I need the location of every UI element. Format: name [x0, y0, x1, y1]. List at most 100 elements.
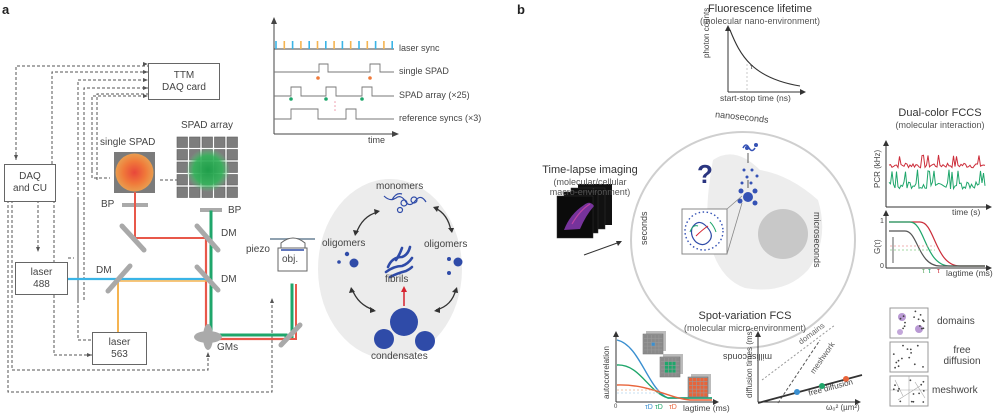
dt-ylabel: diffusion times (ms) [745, 328, 754, 398]
timelapse-title: Time-lapse imaging (molecular/cellular m… [535, 164, 645, 197]
particle [920, 383, 923, 386]
timing-row-spad-array: SPAD array (×25) [399, 90, 470, 100]
particle [892, 353, 895, 355]
lifetime-plot [725, 25, 806, 95]
laser-563-box: laser 563 [92, 332, 147, 365]
cube [642, 331, 666, 355]
particle [913, 363, 916, 366]
fccs-title: Dual-color FCCS (molecular interaction) [880, 107, 1000, 130]
spad-array-label: SPAD array [181, 120, 234, 131]
objective-body [277, 247, 308, 272]
ac-tau-3: τD [669, 404, 677, 411]
timing-row-single-spad: single SPAD [399, 66, 449, 76]
bp-label-1: BP [101, 199, 115, 210]
oligomers-right-glyph [447, 257, 463, 275]
particle [898, 387, 900, 390]
daq-cu-box: DAQ and CU [4, 164, 56, 202]
timelapse-stack [556, 184, 622, 256]
g-tau-3: τ [937, 268, 940, 275]
particle [894, 384, 896, 387]
particle [919, 314, 922, 316]
condensation-glyphs [737, 143, 759, 206]
diffusion-law-plot [755, 324, 863, 405]
ac-x0: 0 [614, 404, 618, 410]
particle [902, 344, 904, 347]
timing-row-reference-syncs: reference syncs (×3) [399, 113, 482, 123]
particle [904, 321, 906, 324]
particle [910, 352, 912, 354]
svfcs-autocorrelation-plot [613, 331, 719, 405]
fccs-pcr-plot [883, 140, 992, 210]
lifetime-subtitle: (molecular nano-environment) [699, 15, 821, 26]
spad-pixel [176, 174, 188, 186]
legend-particles [892, 310, 925, 403]
particle [892, 388, 895, 391]
panel-b-label: b [517, 2, 525, 17]
laser-563-label: laser [108, 336, 131, 348]
legend-domains-box [889, 307, 929, 339]
gms-label: GMs [217, 342, 239, 353]
cycle-arrowheads [349, 206, 458, 313]
particle [899, 317, 902, 320]
g-xlabel: lagtime (ms) [946, 268, 993, 278]
dt-xlabel: ω₀² (µm²) [826, 403, 860, 412]
lifetime-tau: τ [750, 64, 753, 71]
condensates-label: condensates [371, 351, 428, 362]
fccs-subtitle: (molecular interaction) [895, 119, 985, 130]
particle [903, 325, 906, 328]
particle [910, 400, 913, 403]
particle [922, 380, 925, 383]
g-ylabel: G(τ) [873, 239, 882, 254]
particle [895, 361, 898, 364]
spad-pixel [226, 149, 238, 161]
particle [914, 310, 917, 313]
monomers-label: monomers [376, 181, 424, 192]
wire-arrows [14, 62, 274, 357]
lifetime-ylabel: photon counts [702, 7, 711, 58]
scale-seconds: seconds [639, 211, 649, 245]
particle [902, 315, 905, 318]
spad-pixel [226, 136, 238, 148]
bp-filter-2 [200, 208, 222, 212]
particle [908, 356, 911, 359]
galvo-mirrors [194, 324, 222, 350]
control-wiring [7, 65, 273, 393]
svfcs-title: Spot-variation FCS (molecular micro-envi… [670, 310, 820, 333]
laser-563-wavelength: 563 [111, 348, 128, 360]
spad-pixel [189, 136, 201, 148]
fibrils-label: fibrils [385, 274, 409, 285]
timelapse-subtitle-2: macro-environment) [549, 186, 631, 197]
spad-pixel [214, 136, 226, 148]
objective-lens-top [280, 237, 306, 249]
cube [659, 354, 683, 378]
objective-label: obj. [282, 254, 299, 265]
particle [894, 366, 896, 369]
spad-pixel [226, 186, 238, 198]
legend-free-diffusion-label: free diffusion [943, 345, 981, 367]
lifetime-title: Fluorescence lifetime (molecular nano-en… [690, 3, 830, 26]
bp-label-2: BP [228, 205, 242, 216]
pcr-ylabel: PCR (kHz) [873, 149, 882, 188]
particle [919, 325, 921, 327]
ac-xlabel: lagtime (ms) [683, 403, 730, 413]
single-spad-spot [115, 153, 154, 192]
laser-488-wavelength: 488 [33, 278, 50, 290]
particle [917, 318, 920, 321]
fibrils-glyph [384, 245, 414, 279]
dm-label-2: DM [221, 274, 237, 285]
particle [916, 344, 919, 347]
particle [897, 365, 900, 368]
cube [687, 374, 711, 398]
spad-pixel [176, 161, 188, 173]
mirrors [105, 223, 303, 348]
pcr-xlabel: time (s) [952, 207, 981, 217]
particle [897, 359, 900, 362]
g-tick-1: 1 [880, 218, 884, 225]
g-tau-2: τ [928, 268, 931, 275]
legend-meshwork-label: meshwork [932, 385, 978, 396]
particle [913, 316, 915, 318]
particle [920, 327, 923, 330]
dm-label-3: DM [96, 265, 112, 276]
oligomers-right-label: oligomers [424, 239, 468, 250]
